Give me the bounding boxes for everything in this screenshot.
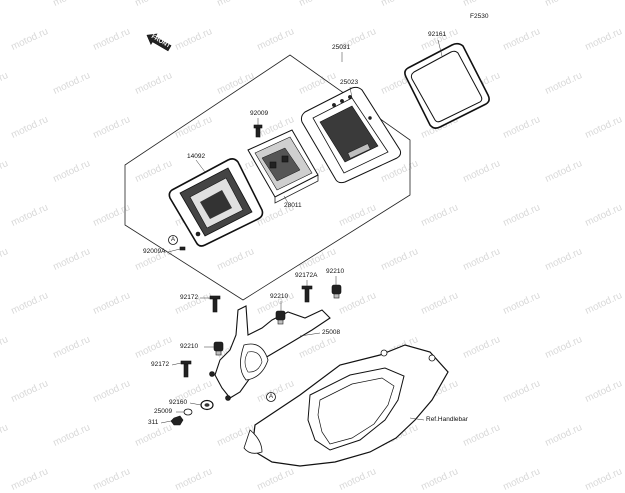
grommet-92210-b	[275, 310, 286, 325]
front-arrow-icon	[146, 33, 172, 52]
watermark-text: motod.ru	[173, 466, 214, 493]
part-label-92009[interactable]: 92009	[250, 110, 269, 117]
bolt-92172-lower	[180, 360, 192, 378]
grommet-92210-c	[213, 341, 224, 356]
bezel-ring	[404, 42, 490, 129]
control-unit	[247, 129, 319, 204]
screw-92009A	[179, 246, 186, 251]
leader-25023	[349, 86, 353, 99]
leader-311	[160, 420, 172, 424]
watermark-text: motod.ru	[337, 466, 378, 493]
meter-unit	[300, 86, 402, 184]
leader-92009A	[167, 248, 181, 253]
part-label-92172A[interactable]: 92172A	[295, 272, 318, 279]
part-label-92210-c[interactable]: 92210	[180, 343, 199, 350]
leader-92161	[437, 39, 443, 57]
leader-25008	[299, 332, 321, 337]
part-label-14092[interactable]: 14092	[187, 153, 206, 160]
assembly-outline	[124, 54, 411, 301]
ref-handlebar-label: Ref.Handlebar	[426, 416, 468, 423]
leader-ref-handlebar	[409, 417, 425, 421]
bolt-92172-upper	[209, 295, 221, 313]
leader-92160	[189, 402, 202, 406]
part-label-311[interactable]: 311	[148, 419, 159, 426]
part-label-92210-b[interactable]: 92210	[270, 293, 289, 300]
callout-a-circle-top	[168, 235, 178, 245]
meter-case	[168, 158, 264, 247]
watermark-text: motod.ru	[419, 466, 460, 493]
leader-92172-lower	[171, 362, 182, 366]
collar-92160	[200, 399, 214, 411]
nut-311	[170, 415, 184, 426]
part-label-92160[interactable]: 92160	[169, 399, 188, 406]
watermark-text: motod.ru	[91, 466, 132, 493]
part-label-28011[interactable]: 28011	[284, 202, 302, 209]
leader-28011	[283, 195, 289, 204]
diagram-drawing	[124, 33, 490, 467]
figure-code: F2530	[470, 13, 489, 20]
callout-a-top: A	[171, 237, 176, 243]
part-label-92009A[interactable]: 92009A	[143, 248, 166, 255]
part-label-25008[interactable]: 25008	[322, 329, 341, 336]
screw-92009	[253, 124, 263, 138]
leader-14092	[195, 159, 206, 173]
washer-25009	[183, 408, 193, 416]
watermark-text: motod.ru	[9, 466, 50, 493]
part-label-92210-a[interactable]: 92210	[326, 268, 345, 275]
part-label-25031[interactable]: 25031	[332, 44, 351, 51]
callout-a-bottom: A	[269, 394, 274, 400]
mounting-bracket	[209, 305, 331, 401]
bolt-92172A	[301, 285, 313, 303]
watermark-text: motod.ru	[501, 466, 542, 493]
grommet-92210-a	[331, 284, 342, 299]
callout-a-circle-bottom	[266, 392, 276, 402]
part-label-25009[interactable]: 25009	[154, 408, 173, 415]
part-label-92172-lower[interactable]: 92172	[151, 361, 170, 368]
part-label-92161[interactable]: 92161	[428, 31, 447, 38]
part-label-25023[interactable]: 25023	[340, 79, 359, 86]
part-label-92172-upper[interactable]: 92172	[180, 294, 199, 301]
watermark-text: motod.ru	[583, 466, 624, 493]
watermark-text: motod.ru	[255, 466, 296, 493]
handlebar-cover	[243, 344, 449, 467]
